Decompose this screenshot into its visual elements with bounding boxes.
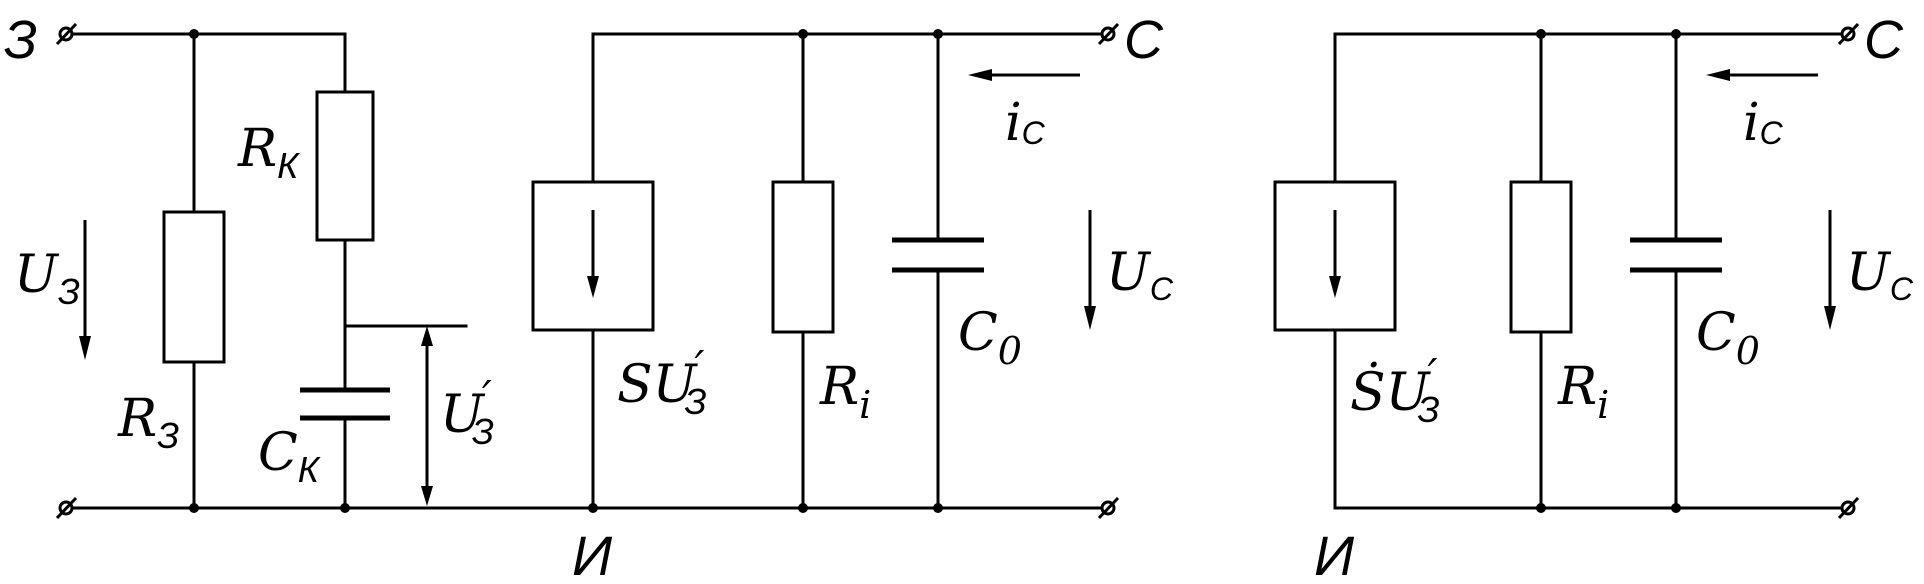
- junction-dot: [933, 503, 943, 513]
- junction-dot: [933, 29, 943, 39]
- right-circuit: С И ṠU′З Ri C0 iC UC: [1273, 10, 1914, 584]
- right-current-ic-arrow: [1706, 69, 1818, 81]
- u-gate-prime-arrow: [421, 326, 433, 506]
- right-source-direction-arrow: [1329, 210, 1341, 298]
- source-expr-label: SU′З: [617, 342, 707, 422]
- junction-dot: [798, 29, 808, 39]
- junction-dot: [189, 503, 199, 513]
- right-ri-label: Ri: [1557, 357, 1609, 427]
- gate-terminal-label: З: [4, 10, 37, 70]
- junction-dot: [1536, 29, 1546, 39]
- resistor-rk: [315, 90, 375, 242]
- right-drain-terminal-label: С: [1864, 10, 1904, 70]
- drain-terminal: [1097, 22, 1120, 46]
- right-drain-terminal: [1837, 22, 1860, 46]
- right-c0-label: C0: [1696, 303, 1760, 373]
- source-direction-arrow: [587, 210, 599, 298]
- gate-terminal: [55, 22, 78, 46]
- c0-label: C0: [958, 303, 1022, 373]
- right-u-drain-arrow: [1824, 210, 1836, 330]
- right-bottom-terminal: [1097, 496, 1120, 520]
- ck-label: CК: [258, 423, 321, 490]
- uc-label: UC: [1106, 243, 1174, 307]
- current-ic-arrow: [968, 69, 1080, 81]
- junction-dot: [1536, 503, 1546, 513]
- right-resistor-ri: [1509, 180, 1573, 334]
- junction-dot: [1671, 503, 1681, 513]
- u-drain-arrow: [1084, 210, 1096, 330]
- left-source-terminal: [55, 496, 78, 520]
- right-source-expr-label: ṠU′З: [1350, 350, 1440, 430]
- u-gate-prime-label: U′З: [440, 372, 494, 452]
- right-bottom-right-terminal: [1837, 496, 1860, 520]
- junction-dot: [1671, 29, 1681, 39]
- rk-label: RК: [237, 119, 300, 186]
- drain-terminal-label: С: [1124, 10, 1164, 70]
- right-uc-label: UC: [1846, 243, 1914, 307]
- junction-dot: [340, 503, 350, 513]
- junction-dot: [798, 503, 808, 513]
- junction-dot: [189, 29, 199, 39]
- ic-label: iC: [1005, 93, 1046, 153]
- junction-dot: [588, 503, 598, 513]
- u-gate-arrow: [79, 220, 91, 360]
- right-current-source: [1273, 180, 1397, 332]
- right-ic-label: iC: [1743, 93, 1784, 153]
- u-gate-label: UЗ: [14, 245, 80, 312]
- resistor-rz: [162, 210, 226, 364]
- rz-label: RЗ: [117, 389, 179, 456]
- right-source-label: И: [1314, 524, 1355, 584]
- ri-label: Ri: [819, 357, 871, 427]
- resistor-ri: [771, 180, 835, 334]
- left-circuit: З С И UЗ RЗ RК CК U′З SU′З Ri C0 iC UC: [4, 10, 1174, 584]
- source-label: И: [572, 524, 613, 584]
